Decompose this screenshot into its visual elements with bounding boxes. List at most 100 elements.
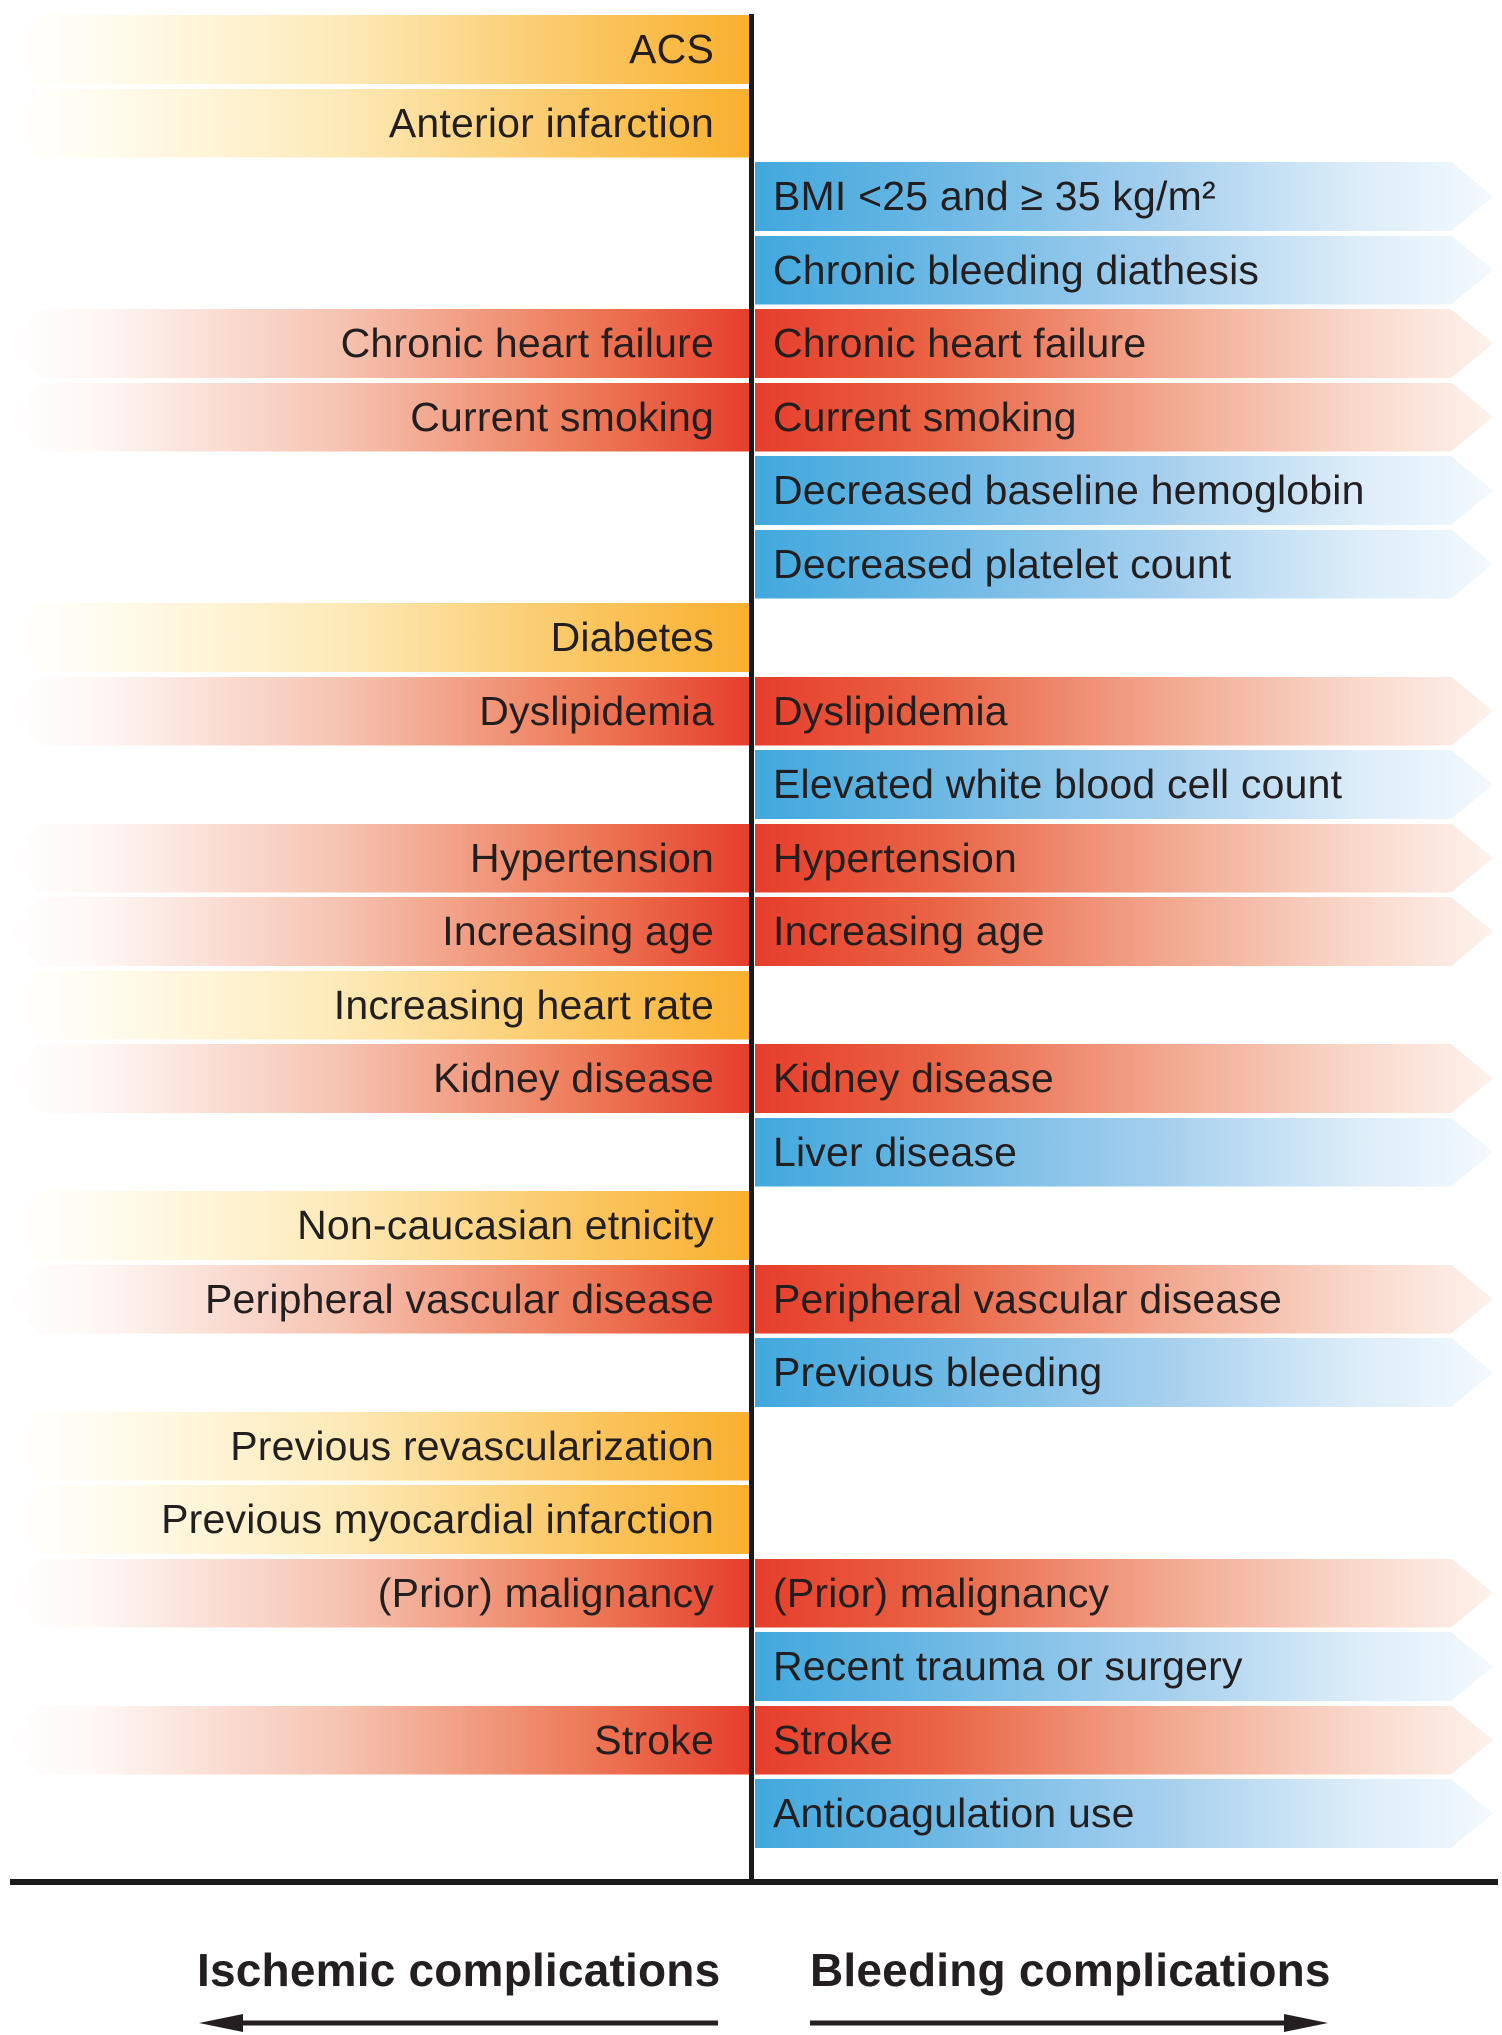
ischemic-arrow-banner [8, 823, 749, 893]
ischemic-arrow-banner [8, 970, 749, 1040]
bleeding-arrow-banner [755, 456, 1493, 525]
risk-row: Decreased platelet count [0, 530, 1502, 599]
risk-factor-label: Increasing age [442, 908, 714, 954]
bleeding-arrow-banner [755, 309, 1493, 378]
risk-row: Dyslipidemia Dyslipidemia [0, 676, 1502, 746]
ischemic-cell [0, 1118, 749, 1187]
bleeding-cell: Chronic bleeding diathesis [752, 236, 1502, 305]
bleeding-arrow-banner [755, 162, 1493, 231]
left-direction-arrow-icon [199, 2014, 718, 2032]
risk-factor-label: Recent trauma or surgery [773, 1643, 1243, 1689]
ischemic-arrow-banner [8, 382, 749, 452]
ischemic-cell [0, 1632, 749, 1701]
risk-factor-label: Decreased platelet count [773, 540, 1232, 587]
risk-factor-label: Increasing heart rate [333, 981, 714, 1028]
ischemic-arrow-banner [8, 1264, 749, 1334]
ischemic-arrow-banner [8, 1558, 749, 1628]
ischemic-cell: Increasing heart rate [0, 970, 749, 1040]
risk-row: Chronic bleeding diathesis [0, 236, 1502, 305]
bleeding-arrow-banner [755, 750, 1493, 819]
ischemic-arrow-banner [8, 1705, 749, 1775]
risk-row: Non-caucasian etnicity [0, 1191, 1502, 1260]
ischemic-cell: Kidney disease [0, 1044, 749, 1113]
bleeding-arrow-banner [755, 1559, 1493, 1628]
ischemic-footer: Ischemic complications [197, 1944, 721, 2034]
ischemic-arrow-banner [8, 603, 749, 672]
ischemic-arrow-banner [8, 15, 749, 84]
risk-factor-label: Stroke [773, 1716, 893, 1763]
risk-factor-label: Decreased baseline hemoglobin [773, 467, 1365, 513]
bleeding-arrow-banner [755, 1265, 1493, 1334]
bleeding-complications-label: Bleeding complications [810, 1944, 1331, 1996]
bleeding-cell [752, 89, 1502, 158]
bleeding-cell [752, 15, 1502, 84]
risk-factor-label: Kidney disease [433, 1055, 714, 1101]
bleeding-cell [752, 1191, 1502, 1260]
bleeding-cell: Kidney disease [752, 1044, 1502, 1113]
risk-factor-label: Chronic heart failure [340, 320, 714, 366]
bleeding-arrow-banner [755, 1779, 1493, 1848]
risk-row: Kidney disease Kidney disease [0, 1044, 1502, 1113]
risk-factor-label: Stroke [594, 1716, 714, 1763]
ischemic-cell: Peripheral vascular disease [0, 1264, 749, 1334]
risk-factor-label: Chronic bleeding diathesis [773, 246, 1260, 293]
risk-row: Previous revascularization [0, 1411, 1502, 1481]
bleeding-cell: Current smoking [752, 383, 1502, 452]
risk-factor-label: Current smoking [773, 393, 1077, 440]
bleeding-cell: (Prior) malignancy [752, 1559, 1502, 1628]
ischemic-cell: Anterior infarction [0, 88, 749, 158]
risk-row: Stroke Stroke [0, 1705, 1502, 1775]
ischemic-cell: Stroke [0, 1705, 749, 1775]
bleeding-arrow-banner [755, 1044, 1493, 1113]
ischemic-arrow-banner [8, 1044, 749, 1113]
bleeding-cell: Dyslipidemia [752, 677, 1502, 746]
risk-factor-label: Dyslipidemia [773, 687, 1008, 734]
risk-factor-label: Peripheral vascular disease [773, 1275, 1283, 1322]
risk-row: Elevated white blood cell count [0, 750, 1502, 819]
ischemic-cell [0, 750, 749, 819]
footer-separator-line [10, 1879, 1498, 1885]
risk-row: Decreased baseline hemoglobin [0, 456, 1502, 525]
risk-factor-label: ACS [629, 26, 714, 72]
ischemic-cell: Previous revascularization [0, 1411, 749, 1481]
bleeding-cell: Anticoagulation use [752, 1779, 1502, 1848]
ischemic-cell: (Prior) malignancy [0, 1558, 749, 1628]
ischemic-cell: Dyslipidemia [0, 676, 749, 746]
ischemic-cell: ACS [0, 15, 749, 84]
bleeding-cell: Stroke [752, 1706, 1502, 1775]
risk-factor-label: Non-caucasian etnicity [297, 1202, 714, 1248]
ischemic-cell: Chronic heart failure [0, 309, 749, 378]
risk-row: Chronic heart failure Chronic heart failu… [0, 309, 1502, 378]
risk-row: (Prior) malignancy (Prior) malignancy [0, 1558, 1502, 1628]
risk-row: Diabetes [0, 603, 1502, 672]
risk-row: Anterior infarction [0, 88, 1502, 158]
bleeding-cell: Recent trauma or surgery [752, 1632, 1502, 1701]
bleeding-arrow-banner [755, 530, 1493, 599]
risk-factor-label: Elevated white blood cell count [773, 761, 1343, 807]
bleeding-arrow-banner [755, 383, 1493, 452]
ischemic-cell: Non-caucasian etnicity [0, 1191, 749, 1260]
right-direction-arrow-icon [810, 2014, 1328, 2032]
bleeding-arrow-banner [755, 236, 1493, 305]
bleeding-footer: Bleeding complications [810, 1944, 1331, 2034]
ischemic-cell: Diabetes [0, 603, 749, 672]
risk-factor-label: Previous revascularization [230, 1422, 714, 1469]
risk-factor-label: Hypertension [773, 834, 1017, 881]
risk-factor-label: Previous myocardial infarction [161, 1496, 714, 1542]
risk-row: Anticoagulation use [0, 1779, 1502, 1848]
risk-factor-label: (Prior) malignancy [773, 1569, 1110, 1616]
risk-factor-label: Anterior infarction [388, 99, 714, 146]
bleeding-cell: Elevated white blood cell count [752, 750, 1502, 819]
ischemic-cell [0, 456, 749, 525]
risk-row: Peripheral vascular disease Peripheral va… [0, 1264, 1502, 1334]
ischemic-cell [0, 1338, 749, 1407]
ischemic-cell [0, 236, 749, 305]
ischemic-arrow-banner [8, 1411, 749, 1481]
risk-row: Increasing heart rate [0, 970, 1502, 1040]
ischemic-arrow-banner [8, 88, 749, 158]
ischemic-complications-label: Ischemic complications [197, 1944, 721, 1996]
risk-factor-label: Chronic heart failure [773, 320, 1147, 366]
